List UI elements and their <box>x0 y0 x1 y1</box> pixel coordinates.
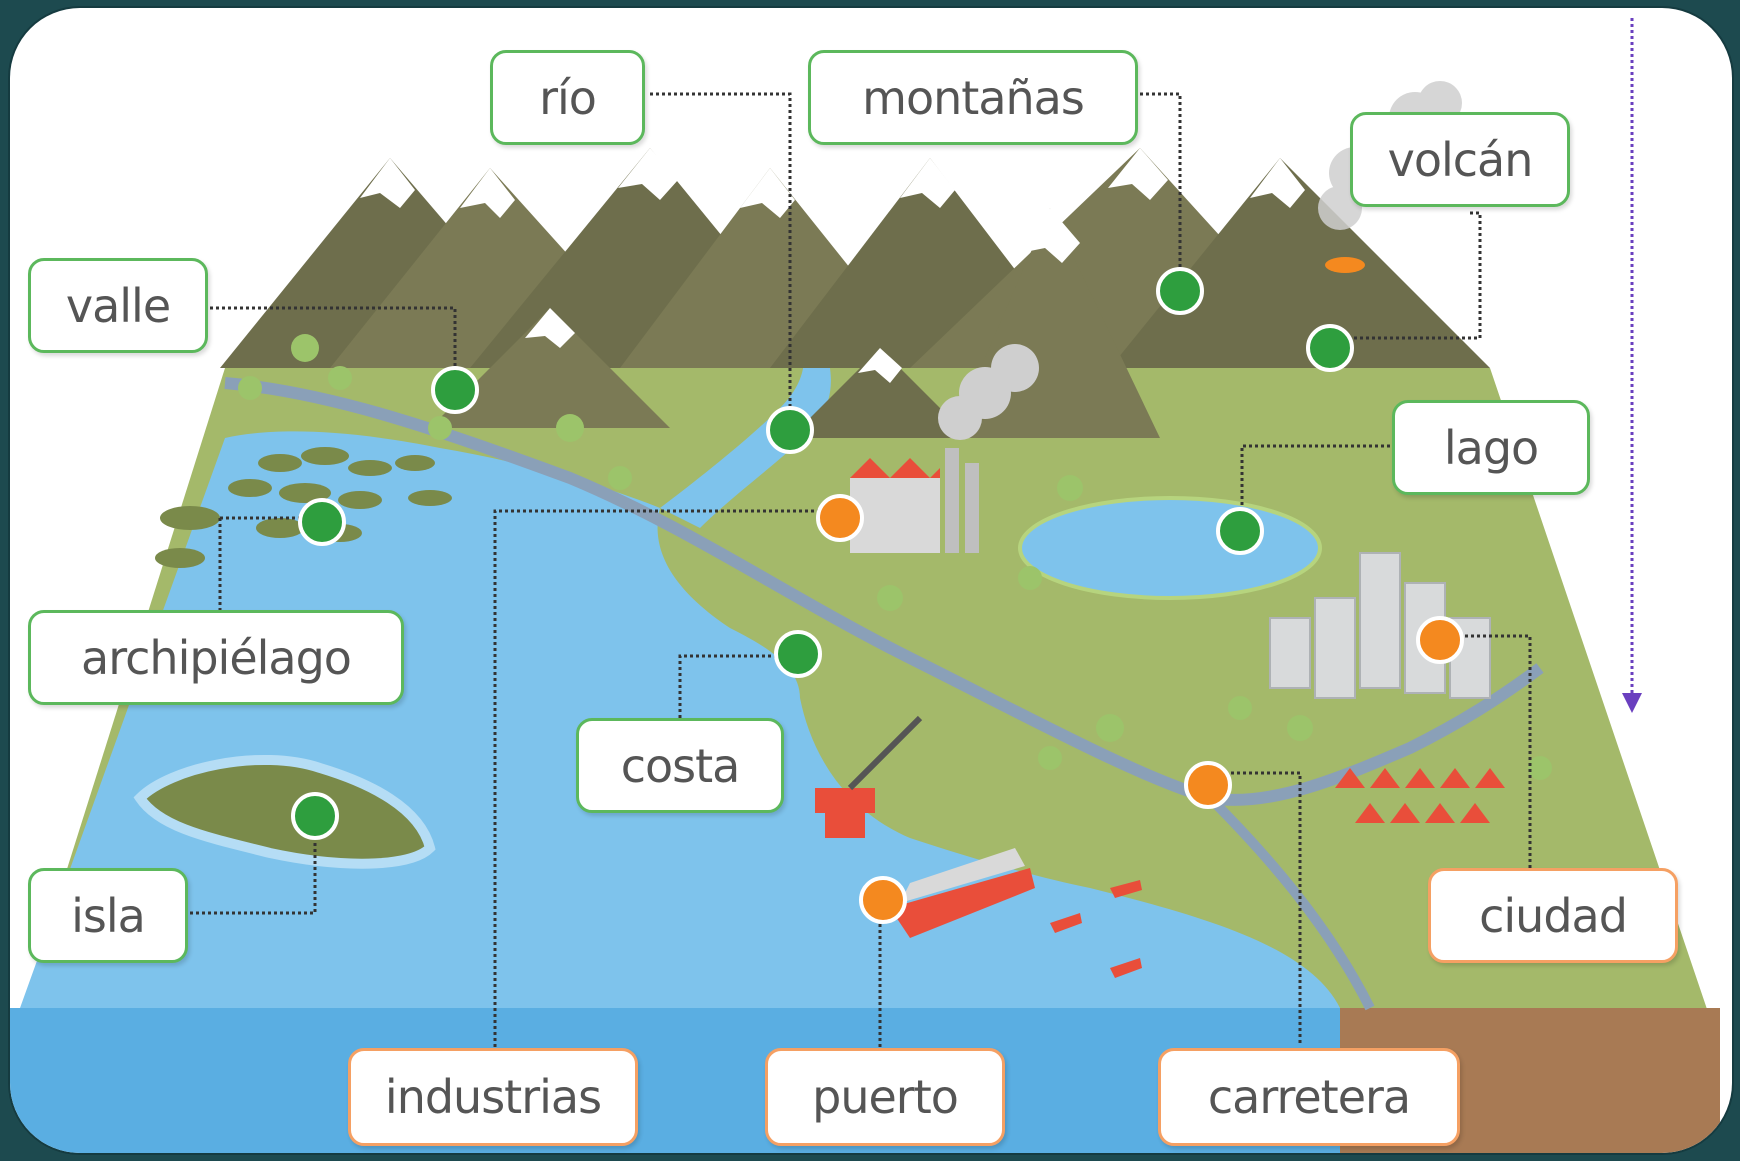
factory <box>850 344 1039 553</box>
marker-industrias <box>816 494 864 542</box>
marker-carretera <box>1184 761 1232 809</box>
label-rio: río <box>490 50 645 145</box>
island <box>133 754 436 869</box>
houses <box>1335 768 1505 823</box>
marker-costa <box>774 630 822 678</box>
marker-archipielago <box>298 498 346 546</box>
label-costa: costa <box>576 718 784 813</box>
natural-markers <box>291 267 1354 840</box>
marker-lago <box>1216 507 1264 555</box>
label-industrias: industrias <box>348 1048 638 1146</box>
label-lago: lago <box>1392 400 1590 495</box>
boats <box>1050 880 1142 978</box>
sea-cross-section <box>10 1008 1340 1153</box>
marker-ciudad <box>1416 616 1464 664</box>
label-ciudad: ciudad <box>1428 868 1678 963</box>
label-montanas: montañas <box>808 50 1138 145</box>
road <box>224 377 1544 806</box>
label-valle: valle <box>28 258 208 353</box>
label-volcan: volcán <box>1350 112 1570 207</box>
archipelago-islets <box>155 447 452 568</box>
depth-arrow-head <box>1622 693 1642 713</box>
trees <box>238 334 1552 780</box>
label-puerto: puerto <box>765 1048 1005 1146</box>
marker-montanas <box>1156 267 1204 315</box>
port-crane <box>815 715 923 838</box>
mountain-range <box>220 148 1490 438</box>
river-water <box>660 318 831 528</box>
label-carretera: carretera <box>1158 1048 1460 1146</box>
connector-lines <box>190 92 1532 1053</box>
marker-isla <box>291 792 339 840</box>
ship <box>890 848 1035 938</box>
marker-puerto <box>859 876 907 924</box>
human-markers <box>816 494 1464 924</box>
label-isla: isla <box>28 868 188 963</box>
lake-water <box>1018 496 1322 600</box>
label-archipielago: archipiélago <box>28 610 404 705</box>
marker-valle <box>431 366 479 414</box>
marker-rio <box>766 406 814 454</box>
diagram-frame: río montañas volcán valle lago archipiél… <box>10 8 1732 1153</box>
marker-volcan <box>1306 324 1354 372</box>
volcano-crater <box>1325 257 1365 273</box>
